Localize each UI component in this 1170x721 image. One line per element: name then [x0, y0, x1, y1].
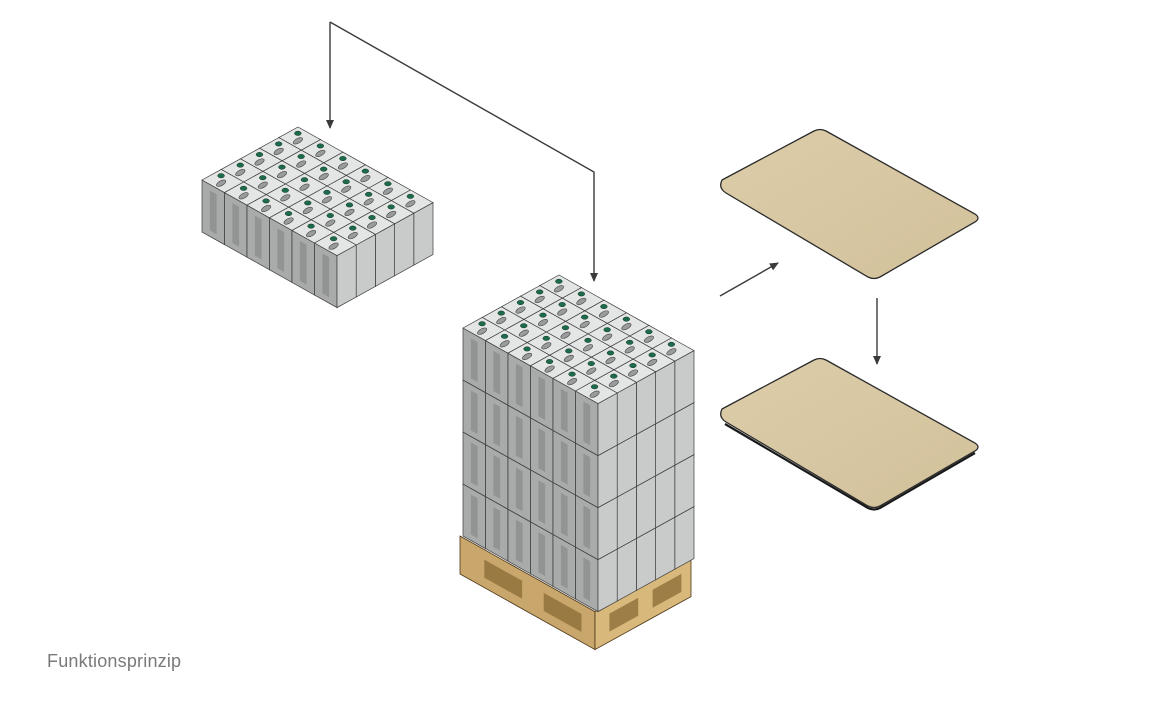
container-layer-icon — [201, 126, 434, 309]
sheet-icon — [720, 128, 979, 280]
arrow-to-sheet — [719, 262, 779, 297]
pallet-icon — [459, 535, 692, 651]
container-layer — [201, 126, 434, 309]
caption: Funktionsprinzip — [47, 651, 182, 671]
intermediate-sheet-top — [720, 128, 979, 280]
sheet-icon — [720, 357, 979, 509]
container-layer-4 — [462, 274, 695, 457]
pallet-stack-icon — [462, 274, 695, 613]
intermediate-sheet-bottom — [720, 357, 979, 511]
arrow-down-to-pallet — [329, 21, 598, 282]
loaded-pallet — [459, 274, 695, 651]
